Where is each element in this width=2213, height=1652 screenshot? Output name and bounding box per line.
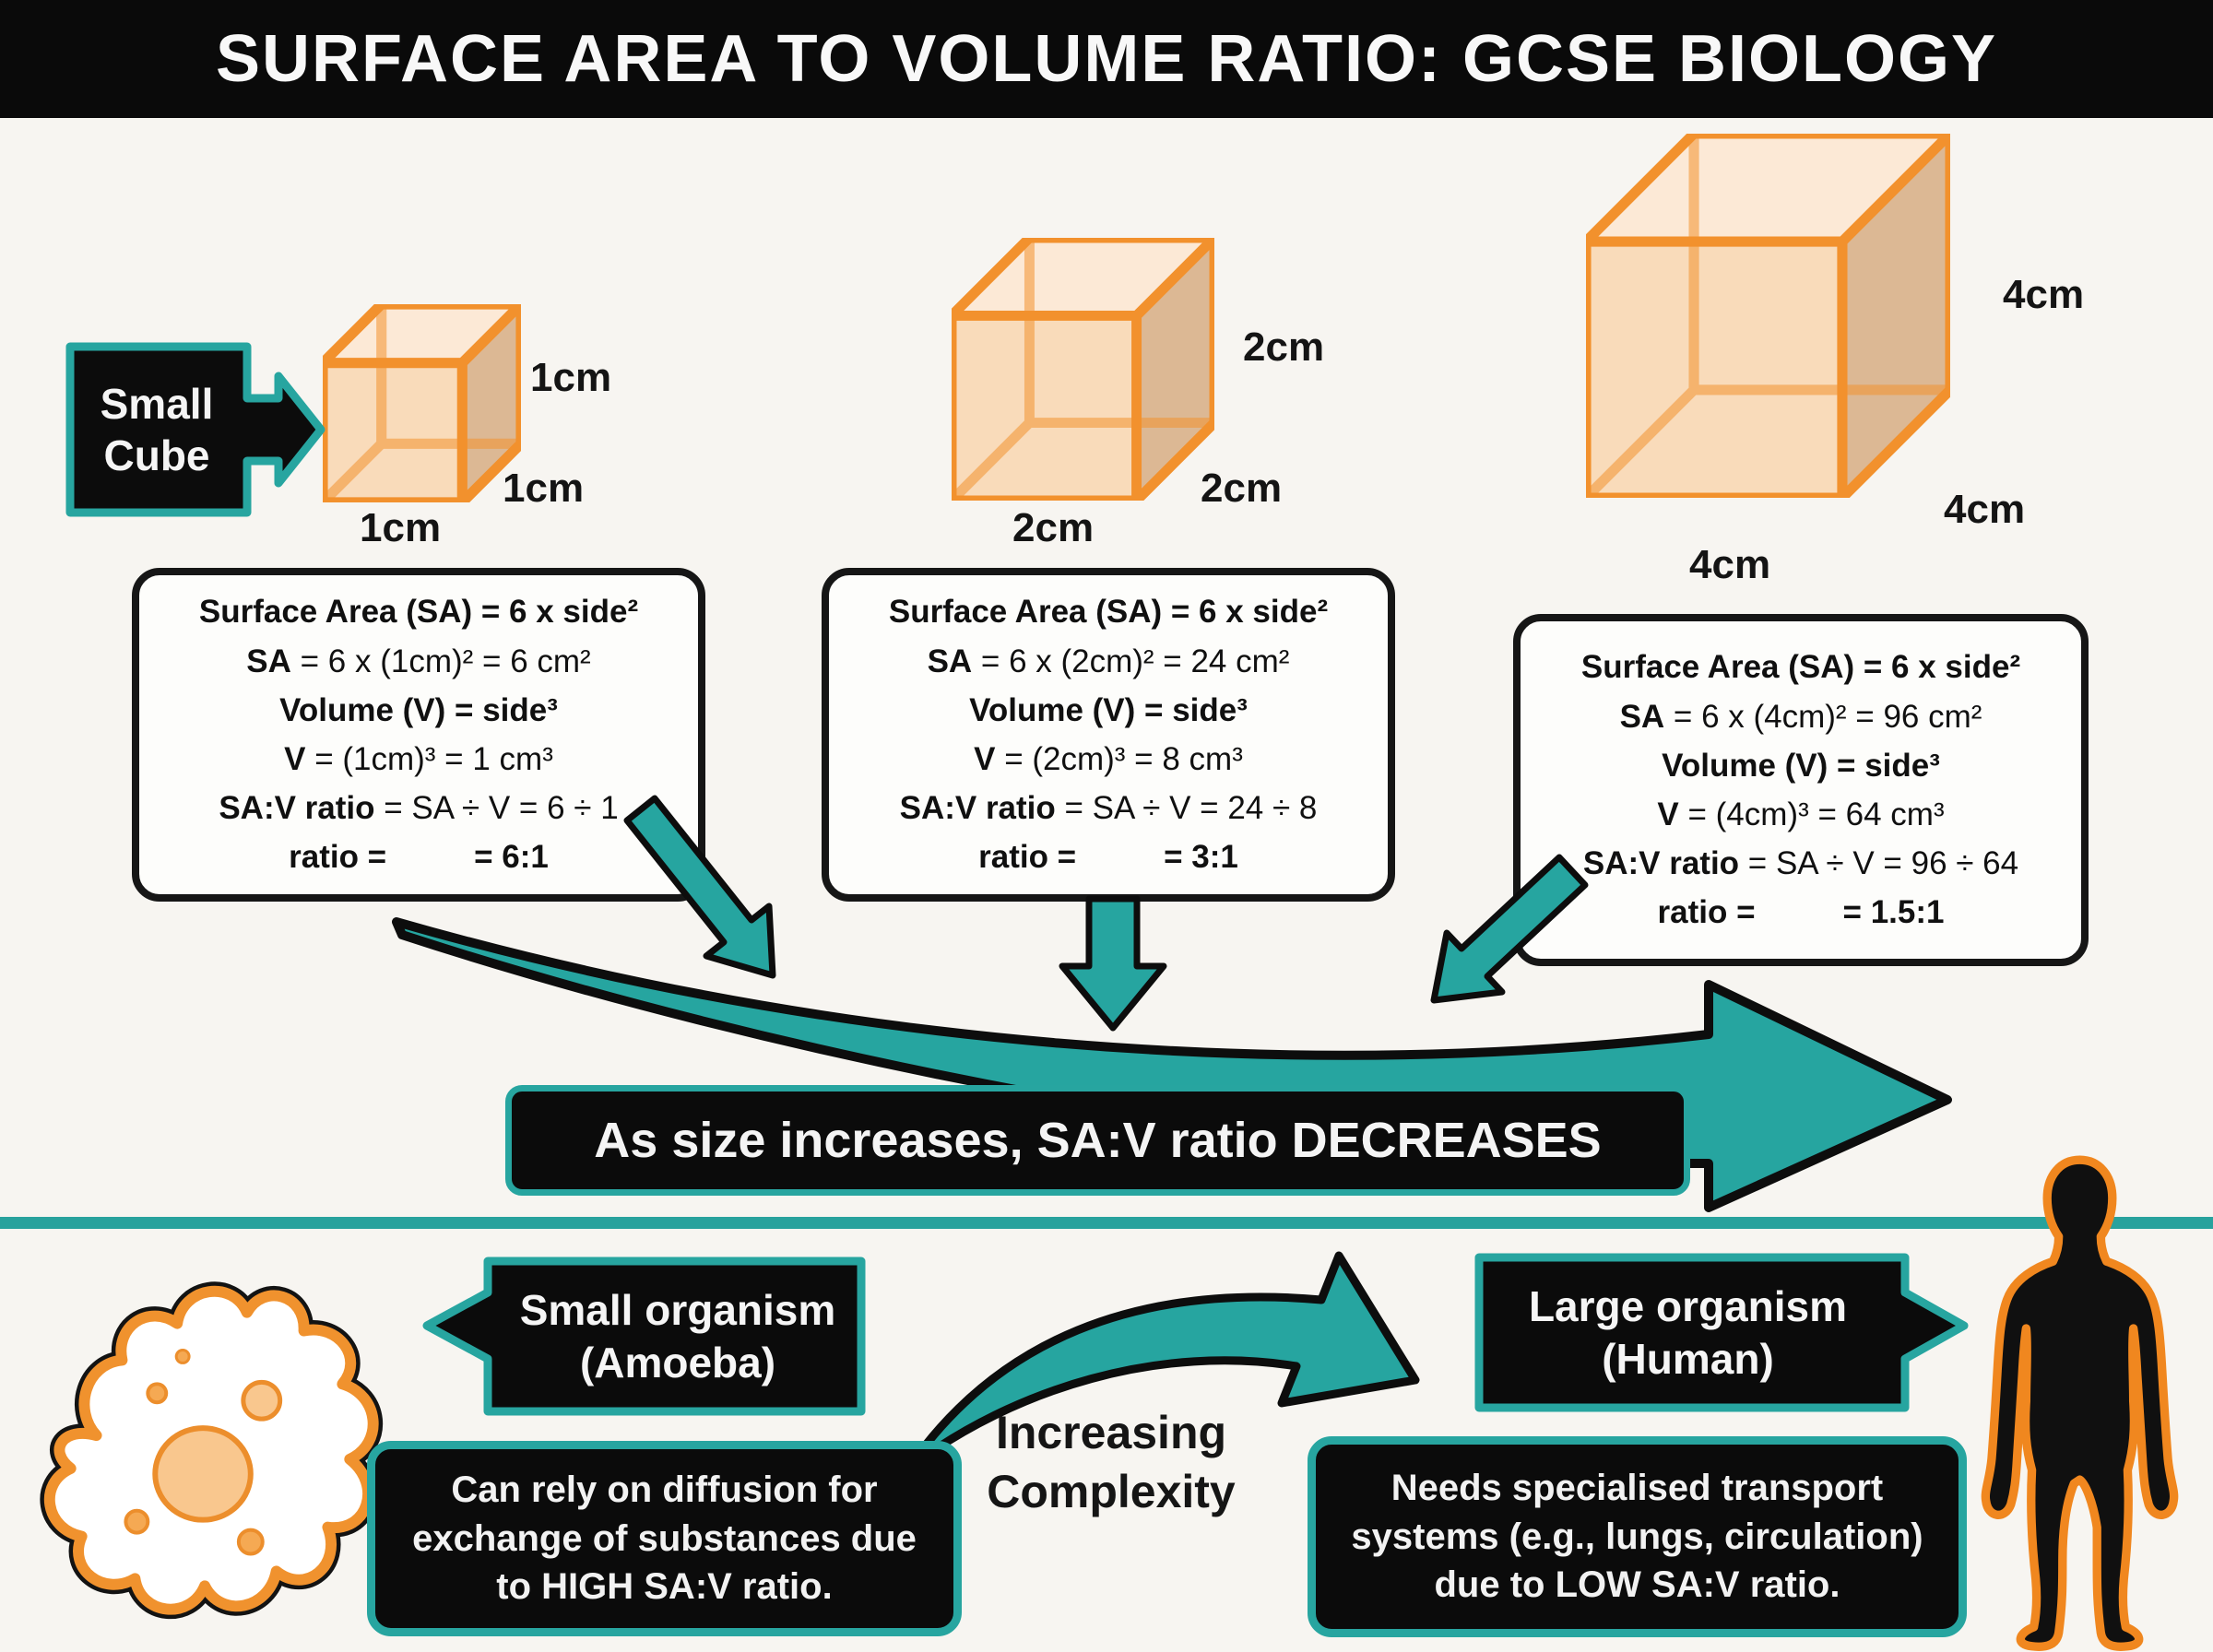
- calc-line-rest: = SA ÷ V = 96 ÷ 64: [1739, 845, 2019, 882]
- calc-line: Surface Area (SA) = 6 x side²: [889, 587, 1328, 636]
- small-organism-label: Small organism (Amoeba): [489, 1256, 867, 1417]
- calc-line: SA = 6 x (4cm)² = 96 cm²: [1620, 692, 1982, 741]
- large-organism-label: Large organism (Human): [1473, 1252, 1902, 1413]
- calc-line-bold: Volume (V) = side³: [969, 691, 1248, 728]
- calc-box-1cm: Surface Area (SA) = 6 x side² SA = 6 x (…: [132, 568, 705, 902]
- transport-info-text: Needs specialised transport systems (e.g…: [1351, 1467, 1923, 1606]
- small-organism-label-line2: (Amoeba): [579, 1338, 776, 1386]
- calc-line-rest: = 6 x (4cm)² = 96 cm²: [1664, 698, 1982, 735]
- calc-line-bold: SA: [927, 643, 973, 679]
- calc-line: ratio = = 1.5:1: [1658, 888, 1945, 937]
- calc-line-rest: = 6 x (2cm)² = 24 cm²: [972, 643, 1290, 679]
- dimension-label: 4cm: [1689, 542, 1771, 587]
- large-cube-icon: [1586, 134, 1950, 498]
- small-arrow-2: [1059, 895, 1167, 1032]
- calc-line-rest: = 6:1: [474, 839, 549, 876]
- calc-line-rest: = (4cm)³ = 64 cm³: [1678, 796, 1945, 832]
- calc-line-rest: = SA ÷ V = 24 ÷ 8: [1055, 790, 1318, 827]
- calc-box-2cm: Surface Area (SA) = 6 x side² SA = 6 x (…: [822, 568, 1395, 902]
- large-organism-label-line1: Large organism: [1528, 1282, 1848, 1331]
- calc-line: SA:V ratio = SA ÷ V = 6 ÷ 1: [219, 784, 618, 832]
- calc-line-bold: SA: [246, 643, 291, 679]
- calc-line-bold: SA:V ratio: [219, 790, 375, 827]
- calc-line: Volume (V) = side³: [1662, 741, 1940, 790]
- small-organism-pointer-shape: [422, 1257, 866, 1416]
- calc-line-bold: Surface Area (SA) = 6 x side²: [1580, 649, 2021, 686]
- calc-line-bold: V: [974, 741, 996, 777]
- calc-line: ratio = = 3:1: [978, 832, 1238, 881]
- small-cube-pointer-shape: [65, 342, 325, 517]
- calc-line: SA = 6 x (1cm)² = 6 cm²: [246, 637, 590, 686]
- medium-cube-icon: [952, 238, 1214, 501]
- calc-line: Volume (V) = side³: [279, 686, 558, 735]
- amoeba-icon: [40, 1281, 383, 1619]
- increasing-complexity-label: Increasing Complexity: [927, 1403, 1296, 1521]
- calc-line: Surface Area (SA) = 6 x side²: [1581, 643, 2020, 691]
- calc-line-bold: ratio =: [289, 839, 387, 876]
- calc-line-rest: = (2cm)³ = 8 cm³: [995, 741, 1243, 777]
- diffusion-info-text: Can rely on diffusion for exchange of su…: [412, 1469, 917, 1608]
- small-cube-pointer: Small Cube: [65, 341, 249, 518]
- section-divider: [0, 1217, 2213, 1229]
- dimension-label: 1cm: [503, 466, 585, 511]
- calc-line-bold: SA: [1619, 698, 1665, 735]
- page-title: SURFACE AREA TO VOLUME RATIO: GCSE BIOLO…: [215, 22, 1998, 96]
- large-organism-label-line2: (Human): [1602, 1334, 1774, 1383]
- calc-line-bold: SA:V ratio: [899, 790, 1056, 827]
- calc-line: Surface Area (SA) = 6 x side²: [199, 587, 638, 636]
- small-arrow-3: [1430, 854, 1589, 1004]
- calc-line: SA = 6 x (2cm)² = 24 cm²: [928, 637, 1290, 686]
- dimension-label: 2cm: [1012, 505, 1095, 550]
- calc-line: V = (4cm)³ = 64 cm³: [1657, 790, 1944, 839]
- small-cube-icon: [323, 304, 521, 502]
- calc-line-bold: Volume (V) = side³: [279, 691, 558, 728]
- calc-line-bold: V: [1657, 796, 1679, 832]
- calc-line-bold: Volume (V) = side³: [1662, 747, 1940, 784]
- calc-line-bold: ratio =: [1657, 894, 1756, 931]
- human-icon: [1981, 1155, 2179, 1651]
- calc-line-rest: = 6 x (1cm)² = 6 cm²: [290, 643, 591, 679]
- small-organism-label-line1: Small organism: [519, 1286, 836, 1335]
- large-organism-pointer-shape: [1474, 1253, 1969, 1412]
- increasing-complexity-line1: Increasing: [995, 1407, 1227, 1458]
- dimension-label: 1cm: [360, 505, 442, 550]
- calc-line: V = (1cm)³ = 1 cm³: [284, 735, 553, 784]
- decrease-banner-text: As size increases, SA:V ratio DECREASES: [594, 1113, 1602, 1168]
- calc-box-4cm: Surface Area (SA) = 6 x side² SA = 6 x (…: [1513, 614, 2089, 966]
- increasing-complexity-line2: Complexity: [987, 1466, 1236, 1517]
- calc-line: Volume (V) = side³: [969, 686, 1248, 735]
- calc-line: SA:V ratio = SA ÷ V = 96 ÷ 64: [1583, 839, 2018, 888]
- complexity-curved-arrow: [904, 1251, 1420, 1473]
- calc-line-rest: = 1.5:1: [1842, 894, 1945, 931]
- calc-line: V = (2cm)³ = 8 cm³: [974, 735, 1243, 784]
- calc-line-rest: = (1cm)³ = 1 cm³: [305, 741, 553, 777]
- calc-line-rest: = SA ÷ V = 6 ÷ 1: [374, 790, 619, 827]
- dimension-label: 2cm: [1243, 324, 1325, 370]
- calc-line-rest: = 3:1: [1164, 839, 1238, 876]
- small-arrow-1: [623, 795, 776, 979]
- small-cube-pointer-line2: Cube: [103, 431, 210, 479]
- small-cube-pointer-line1: Small: [100, 379, 214, 428]
- dimension-label: 4cm: [1944, 487, 2026, 532]
- calc-line-bold: V: [284, 741, 306, 777]
- calc-line-bold: Surface Area (SA) = 6 x side²: [888, 594, 1329, 631]
- calc-line-bold: SA:V ratio: [1582, 845, 1740, 882]
- dimension-label: 1cm: [530, 355, 612, 400]
- dimension-label: 4cm: [2003, 272, 2085, 317]
- decrease-banner: As size increases, SA:V ratio DECREASES: [505, 1085, 1690, 1196]
- calc-line: SA:V ratio = SA ÷ V = 24 ÷ 8: [900, 784, 1318, 832]
- diffusion-info-box: Can rely on diffusion for exchange of su…: [367, 1441, 962, 1636]
- calc-line: ratio = = 6:1: [289, 832, 549, 881]
- calc-line-bold: ratio =: [978, 839, 1077, 876]
- title-bar: SURFACE AREA TO VOLUME RATIO: GCSE BIOLO…: [0, 0, 2213, 118]
- calc-line-bold: Surface Area (SA) = 6 x side²: [198, 594, 639, 631]
- transport-info-box: Needs specialised transport systems (e.g…: [1308, 1436, 1967, 1637]
- dimension-label: 2cm: [1201, 466, 1283, 511]
